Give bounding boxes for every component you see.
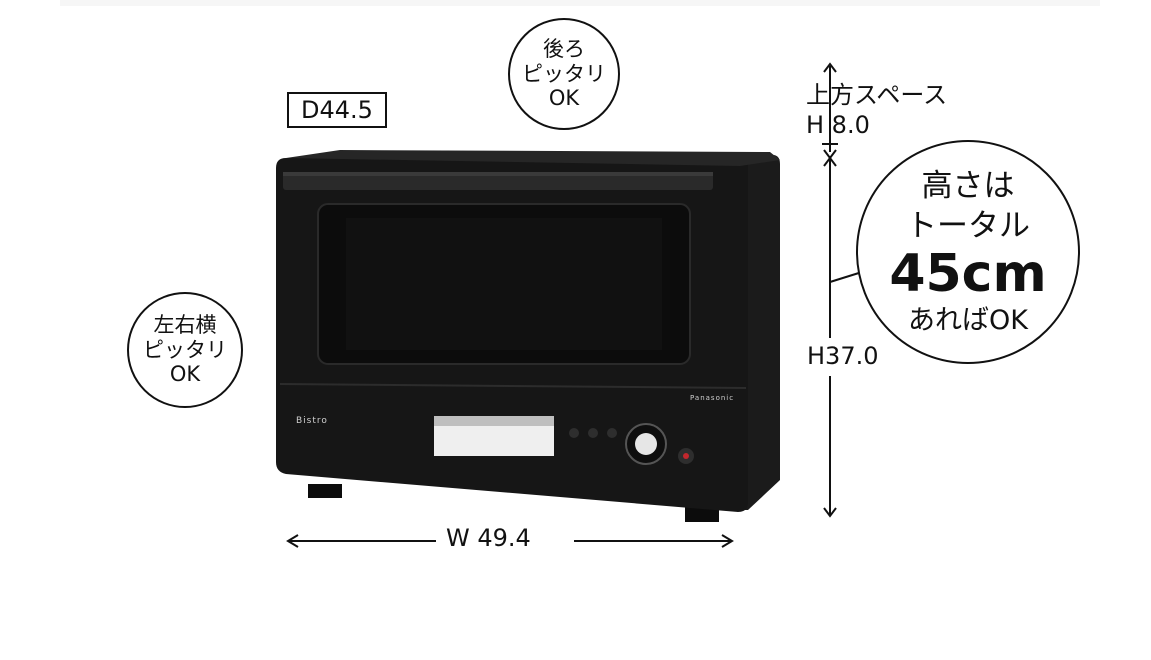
bubble-connector [829,271,863,283]
side-bubble-line-1: 左右横 [153,312,217,337]
side-bubble-line-3: OK [169,362,201,387]
panel-button-3 [607,428,617,438]
oven-maker-logo: Panasonic [690,394,735,402]
top-space-line-1: 上方スペース [806,81,948,109]
back-bubble-line-2: ピッタリ [522,61,606,86]
dial-start-label [635,433,657,455]
side-bubble-line-2: ピッタリ [143,337,227,362]
power-indicator [683,453,689,459]
oven-body [276,150,780,522]
depth-label: D44.5 [287,92,387,128]
panel-button-2 [588,428,598,438]
top-space-arrow-up [823,62,837,73]
total-bubble-line-4: あればOK [908,305,1028,337]
panel-button-1 [569,428,579,438]
oven-brand-logo: Bistro [296,416,328,426]
display-screen-top [434,416,554,426]
top-space-label: 上方スペース H 8.0 [806,80,947,140]
width-label: W 49.4 [436,524,541,552]
door-seam [279,383,747,389]
door-handle-highlight [283,172,713,176]
top-band [60,0,1100,6]
top-space-line-2: H 8.0 [806,111,870,139]
width-arrow-left [286,534,299,548]
height-arrow-down [823,507,837,518]
height-label: H37.0 [807,342,879,370]
total-bubble-line-2: トータル [906,207,1030,244]
oven-side [738,155,780,510]
total-bubble-line-3: 45cm [889,244,1047,305]
door-handle [283,172,713,190]
total-bubble-line-1: 高さは [921,167,1015,204]
oven-top [286,150,780,166]
height-arrow-up [823,156,837,167]
dimension-lines [286,62,863,548]
oven-foot-left [308,484,342,498]
total-height-bubble: 高さは トータル 45cm あればOK [856,140,1080,364]
door-window-mesh [346,218,662,350]
back-bubble-line-3: OK [548,86,580,111]
side-clearance-bubble: 左右横 ピッタリ OK [127,292,243,408]
width-arrow-right [721,534,734,548]
back-bubble-line-1: 後ろ [543,36,585,61]
back-clearance-bubble: 後ろ ピッタリ OK [508,18,620,130]
